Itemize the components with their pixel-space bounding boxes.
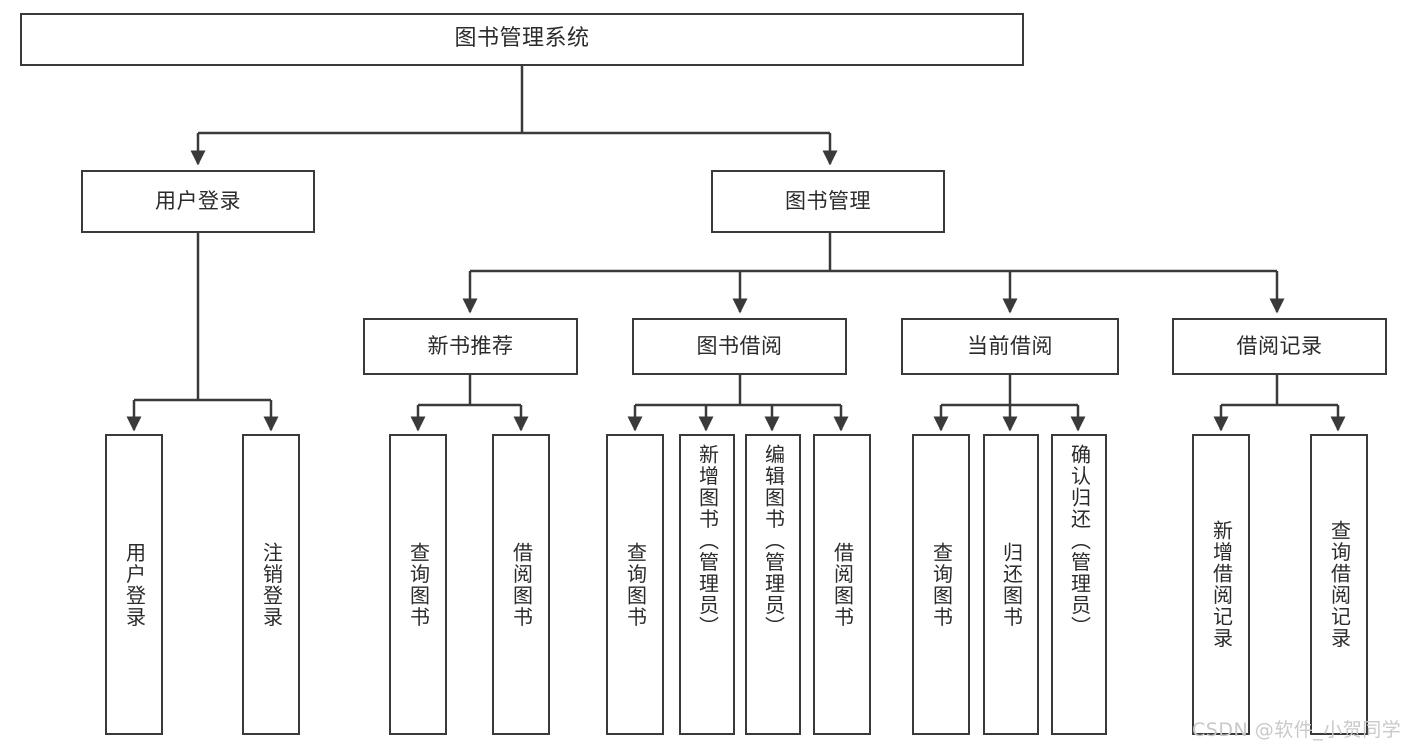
node-user-login[interactable]: 用户登录 [81,170,315,233]
node-label: 当前借阅 [967,333,1053,358]
node-label: 借阅记录 [1236,333,1323,358]
node-label: 编辑图书（管理员） [761,444,786,638]
node-label: 新增图书（管理员） [695,444,720,638]
leaf-borrow-record-add[interactable]: 新增借阅记录 [1192,434,1250,735]
node-label: 新增借阅记录 [1209,520,1234,649]
node-root-system[interactable]: 图书管理系统 [20,13,1024,66]
node-label: 图书借阅 [696,333,783,358]
node-label: 用户登录 [122,541,147,628]
node-new-book-recommend[interactable]: 新书推荐 [363,318,578,375]
node-current-borrow[interactable]: 当前借阅 [901,318,1119,375]
node-label: 图书管理系统 [454,26,590,52]
csdn-watermark: CSDN @软件_小贺同学 [1192,719,1402,741]
leaf-user-login-signout[interactable]: 注销登录 [242,434,300,735]
node-label: 借阅图书 [509,541,534,628]
leaf-current-borrow-confirm-return[interactable]: 确认归还（管理员） [1051,434,1107,735]
leaf-current-borrow-return[interactable]: 归还图书 [983,434,1039,735]
node-label: 查询借阅记录 [1327,520,1352,649]
node-label: 图书管理 [785,188,871,213]
node-book-management[interactable]: 图书管理 [711,170,945,233]
leaf-user-login-signin[interactable]: 用户登录 [105,434,163,735]
node-label: 查询图书 [406,541,431,628]
leaf-borrow-record-query[interactable]: 查询借阅记录 [1310,434,1368,735]
node-label: 确认归还（管理员） [1067,444,1092,638]
leaf-book-borrow-lend[interactable]: 借阅图书 [813,434,871,735]
leaf-book-borrow-query[interactable]: 查询图书 [606,434,664,735]
node-book-borrow[interactable]: 图书借阅 [632,318,847,375]
leaf-book-borrow-edit[interactable]: 编辑图书（管理员） [745,434,801,735]
node-label: 归还图书 [999,541,1024,628]
node-label: 借阅图书 [830,541,855,628]
leaf-current-borrow-query[interactable]: 查询图书 [912,434,970,735]
node-label: 查询图书 [929,541,954,628]
node-label: 用户登录 [155,188,241,213]
node-label: 新书推荐 [427,333,514,358]
node-label: 查询图书 [623,541,648,628]
node-borrow-record[interactable]: 借阅记录 [1172,318,1387,375]
leaf-new-book-query[interactable]: 查询图书 [389,434,447,735]
leaf-book-borrow-add[interactable]: 新增图书（管理员） [679,434,735,735]
leaf-new-book-borrow[interactable]: 借阅图书 [492,434,550,735]
node-label: 注销登录 [259,541,284,628]
